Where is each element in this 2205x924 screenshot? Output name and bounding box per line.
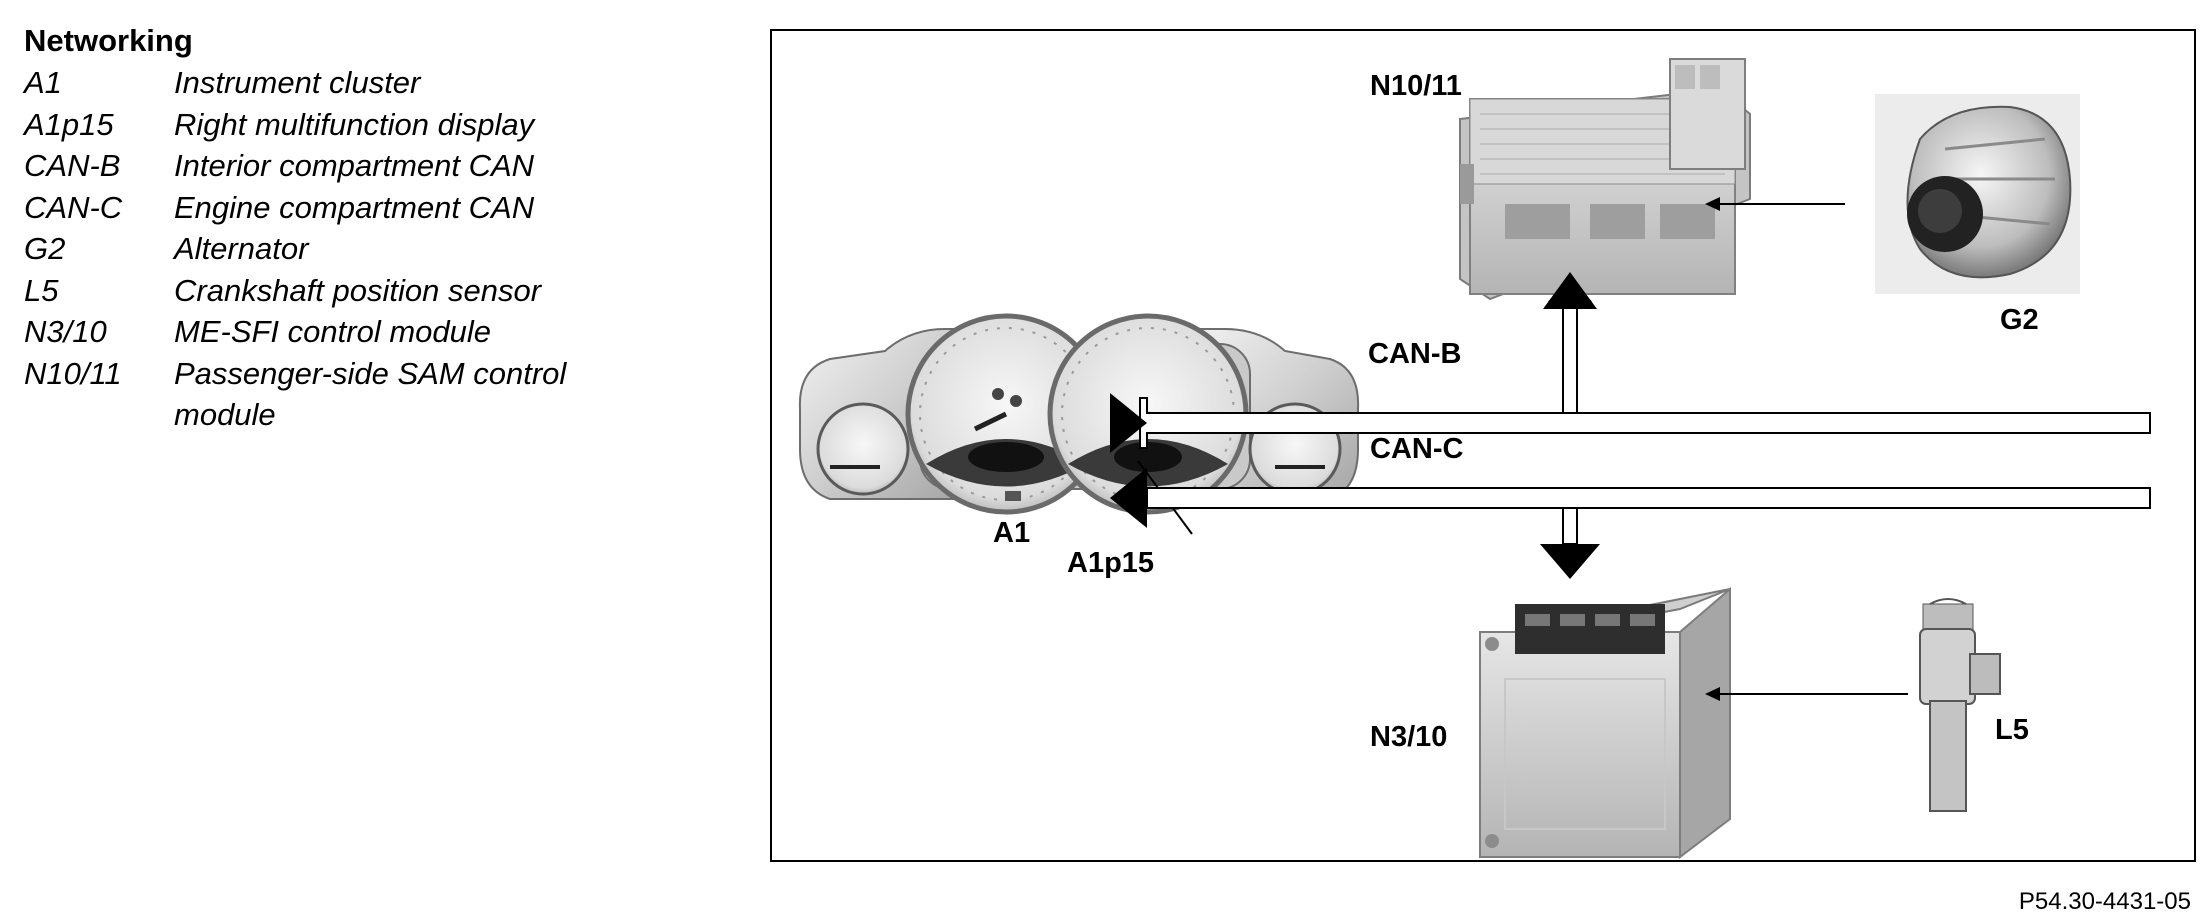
legend-item: N10/11 Passenger-side SAM control module [24, 353, 724, 436]
legend-code: G2 [24, 231, 66, 266]
legend-desc: Interior compartment CAN [174, 148, 535, 183]
legend-item: L5 Crankshaft position sensor [24, 270, 724, 312]
label-a1: A1 [993, 517, 1030, 549]
can-c-arrow-head [1110, 468, 1147, 528]
can-b-bus [1139, 397, 2151, 449]
legend-desc: Passenger-side SAM control module [174, 355, 567, 433]
legend-item: A1p15 Right multifunction display [24, 104, 724, 146]
legend: Networking A1 Instrument cluster A1p15 R… [24, 20, 724, 436]
legend-code: A1 [24, 65, 62, 100]
legend-code: CAN-C [24, 189, 123, 225]
label-can-b: CAN-B [1368, 338, 1461, 370]
legend-code: CAN-B [24, 148, 121, 183]
label-can-c: CAN-C [1370, 433, 1463, 465]
label-g2: G2 [2000, 304, 2039, 336]
legend-desc: Alternator [174, 231, 309, 266]
legend-item: CAN-B Interior compartment CAN [24, 145, 724, 187]
legend-desc: Instrument cluster [174, 65, 421, 100]
can-c-bus [1146, 487, 2151, 509]
me-sfi-control-module-illustration [1479, 586, 1731, 860]
legend-item: G2 Alternator [24, 228, 724, 270]
legend-code: N3/10 [24, 314, 107, 349]
can-c-branch-arrow [1540, 507, 1600, 579]
legend-item: A1 Instrument cluster [24, 62, 724, 104]
legend-desc: Right multifunction display [174, 106, 535, 142]
network-diagram: N10/11 G2 CAN-B CAN-C A1 A1p15 N3/10 L5 [770, 29, 2196, 862]
l5-to-n3-10-arrow [1705, 687, 1908, 701]
crankshaft-sensor-illustration [1919, 598, 2001, 812]
can-b-arrow-head [1110, 393, 1147, 453]
alternator-illustration [1875, 94, 2080, 294]
instrument-cluster-illustration [798, 313, 1360, 535]
legend-desc: Crankshaft position sensor [174, 272, 542, 308]
sam-control-module-illustration [1459, 58, 1751, 301]
can-b-branch-arrow [1543, 272, 1597, 414]
figure-reference: P54.30-4431-05 [2018, 888, 2191, 915]
legend-code: N10/11 [24, 355, 122, 391]
legend-code: L5 [24, 272, 59, 308]
legend-desc: ME-SFI control module [174, 314, 491, 349]
legend-item: N3/10 ME-SFI control module [24, 311, 724, 353]
g2-to-n10-11-arrow [1705, 197, 1845, 211]
legend-item: CAN-C Engine compartment CAN [24, 187, 724, 229]
legend-desc: Engine compartment CAN [174, 189, 535, 225]
label-a1p15: A1p15 [1067, 547, 1154, 579]
legend-title: Networking [24, 23, 193, 58]
legend-code: A1p15 [24, 106, 114, 142]
label-l5: L5 [1995, 714, 2029, 746]
label-n10-11: N10/11 [1370, 70, 1462, 102]
label-n3-10: N3/10 [1370, 721, 1447, 753]
